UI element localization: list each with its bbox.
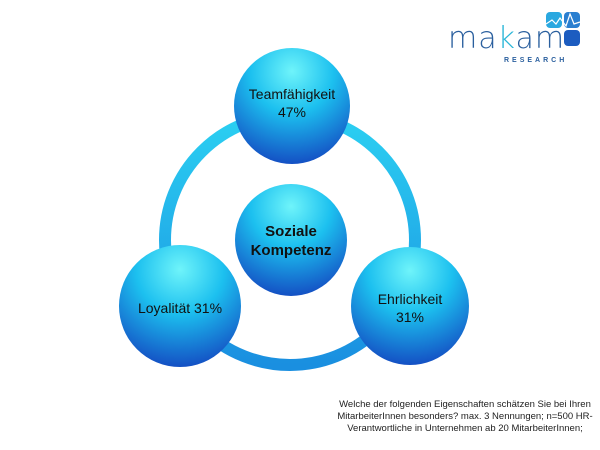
makam-logo: makam RESEARCH <box>448 10 588 65</box>
node-circle-teamfaehigkeit <box>234 48 350 164</box>
logo-wordmark: makam <box>448 21 566 56</box>
node-value-teamfaehigkeit: 47% <box>278 104 306 120</box>
node-label-teamfaehigkeit: Teamfähigkeit <box>249 86 335 102</box>
logo-mark-icon <box>545 12 581 46</box>
center-circle <box>235 184 347 296</box>
center-title-line1: Soziale <box>265 223 317 240</box>
logo-subtitle: RESEARCH <box>504 57 568 64</box>
node-value-ehrlichkeit: 31% <box>396 309 424 325</box>
node-circle-ehrlichkeit <box>351 247 469 365</box>
node-label-ehrlichkeit: Ehrlichkeit <box>378 291 443 307</box>
center-title-line2: Kompetenz <box>251 242 332 259</box>
node-circle-loyalitaet <box>119 245 241 367</box>
node-label-loyalitaet: Loyalität 31% <box>138 300 222 316</box>
survey-footnote: Welche der folgenden Eigenschaften schät… <box>337 399 593 434</box>
